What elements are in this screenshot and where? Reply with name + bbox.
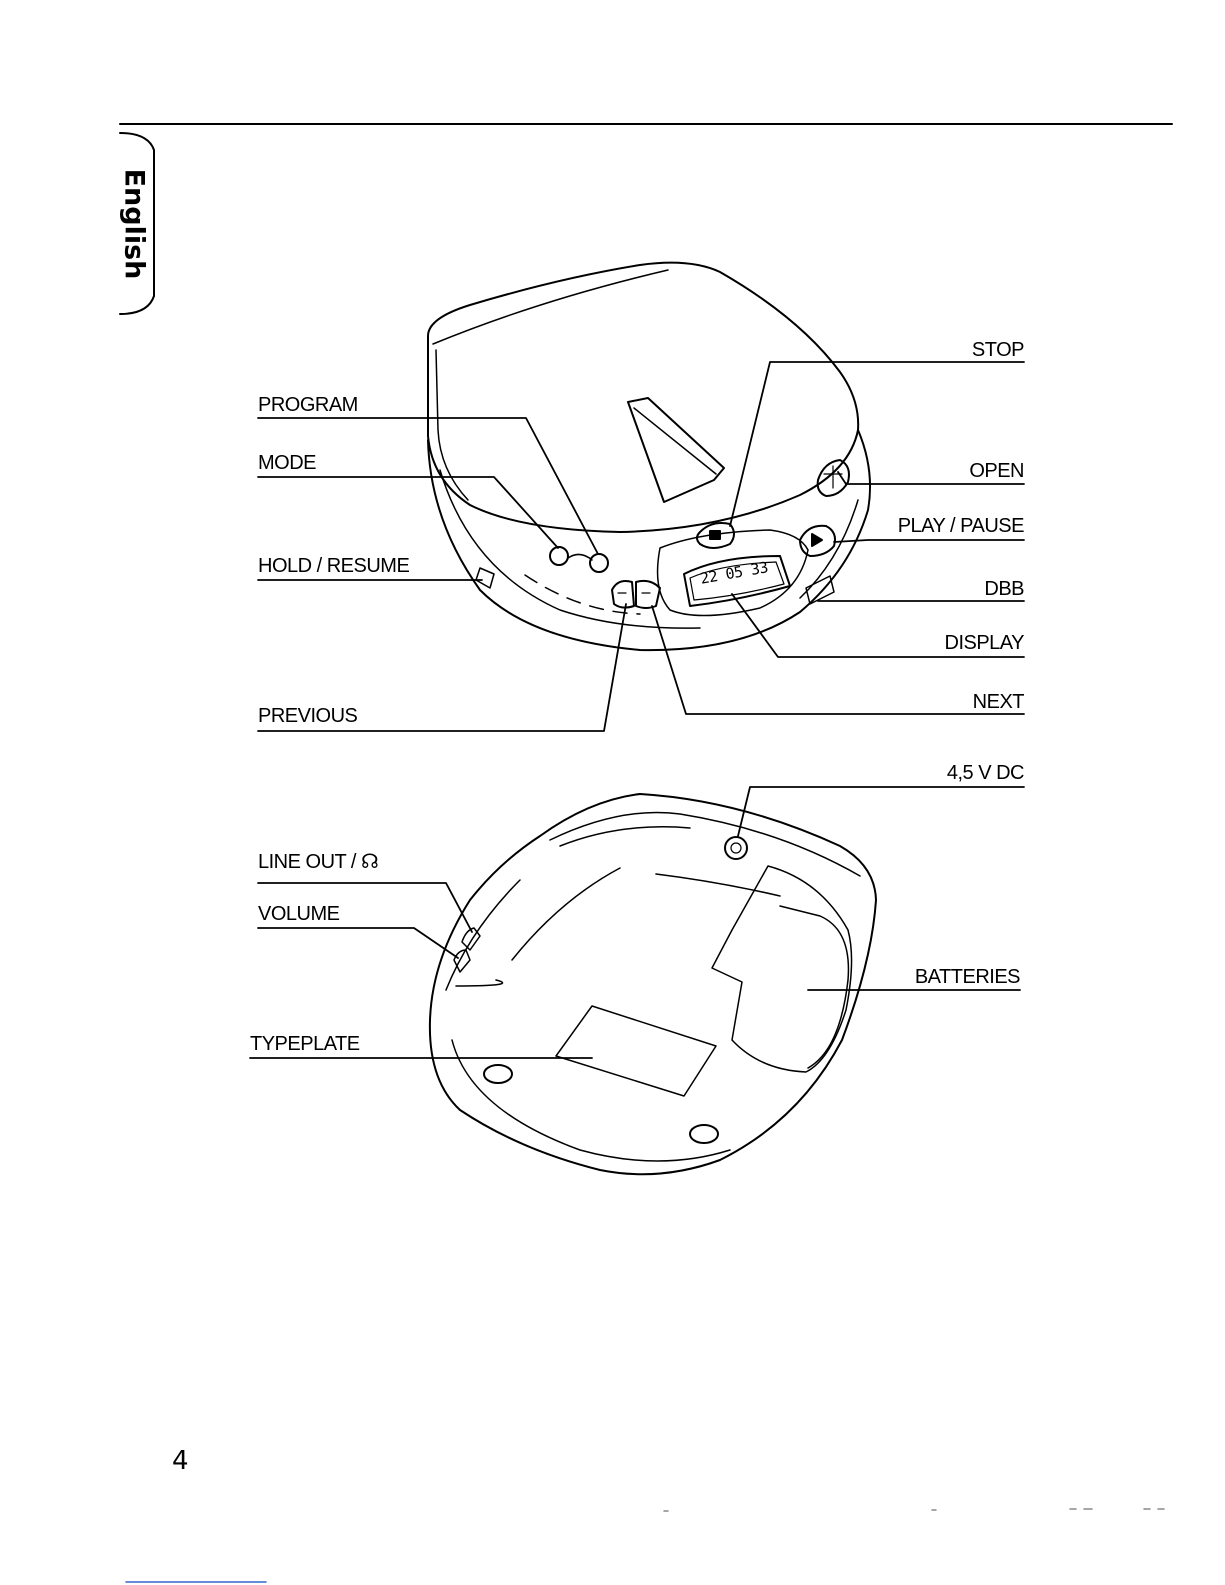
footer-marks (664, 1509, 1164, 1511)
language-tab: English (119, 172, 149, 276)
language-tab-label: English (119, 169, 150, 280)
player-top-view (428, 263, 870, 650)
next-icon (636, 581, 660, 608)
dc-input-label: 4,5 V DC (947, 763, 1024, 783)
battery-compartment (712, 866, 852, 1072)
previous-icon (612, 581, 634, 608)
typeplate-label: TYPEPLATE (250, 1034, 360, 1054)
program-label: PROGRAM (258, 395, 358, 415)
previous-label: PREVIOUS (258, 706, 357, 726)
mode-button-graphic (550, 547, 568, 565)
page-number: 4 (172, 1446, 189, 1476)
mode-label: MODE (258, 453, 316, 473)
volume-label: VOLUME (258, 904, 339, 924)
leader-lines (250, 362, 1024, 1058)
open-label: OPEN (969, 461, 1024, 481)
hold-resume-label: HOLD / RESUME (258, 556, 409, 576)
line-out-label: LINE OUT / ☊ (258, 852, 378, 872)
batteries-label: BATTERIES (915, 967, 1020, 987)
dc-jack (725, 837, 747, 859)
stop-icon (697, 523, 734, 548)
dbb-label: DBB (984, 579, 1024, 599)
player-bottom-view (430, 794, 876, 1174)
play-pause-label: PLAY / PAUSE (898, 516, 1024, 536)
program-button-graphic (590, 554, 608, 572)
display-label: DISPLAY (945, 633, 1025, 653)
typeplate-area (556, 1006, 716, 1096)
stop-label: STOP (972, 340, 1024, 360)
next-label: NEXT (973, 692, 1024, 712)
open-icon (818, 460, 849, 496)
play-pause-icon (800, 526, 835, 556)
